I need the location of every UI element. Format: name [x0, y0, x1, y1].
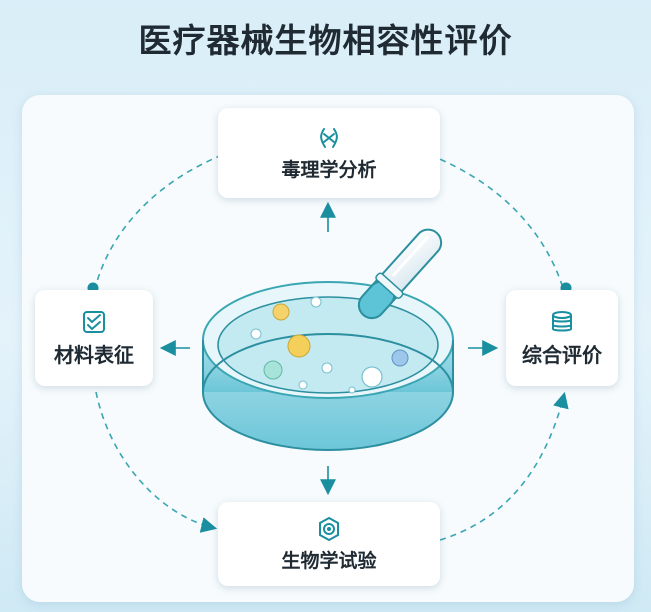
straight-arrows	[159, 201, 499, 496]
node-biological-testing[interactable]: 生物学试验	[218, 502, 440, 586]
page-title: 医疗器械生物相容性评价	[138, 21, 513, 60]
dashed-connector-arcs	[95, 154, 569, 541]
node-label: 毒理学分析	[281, 158, 377, 181]
pipette-illustration	[357, 228, 443, 320]
target-icon	[319, 516, 339, 541]
node-label: 材料表征	[54, 342, 134, 367]
node-comprehensive-evaluation[interactable]: 综合评价	[506, 290, 618, 386]
node-material-characterization[interactable]: 材料表征	[35, 290, 153, 386]
molecule-icon	[320, 127, 338, 148]
stack-icon	[552, 310, 572, 331]
petri-dish-illustration	[202, 281, 454, 451]
checklist-icon	[83, 310, 105, 333]
node-label: 综合评价	[522, 342, 602, 367]
node-label: 生物学试验	[281, 549, 377, 572]
node-toxicology-analysis[interactable]: 毒理学分析	[218, 108, 440, 198]
